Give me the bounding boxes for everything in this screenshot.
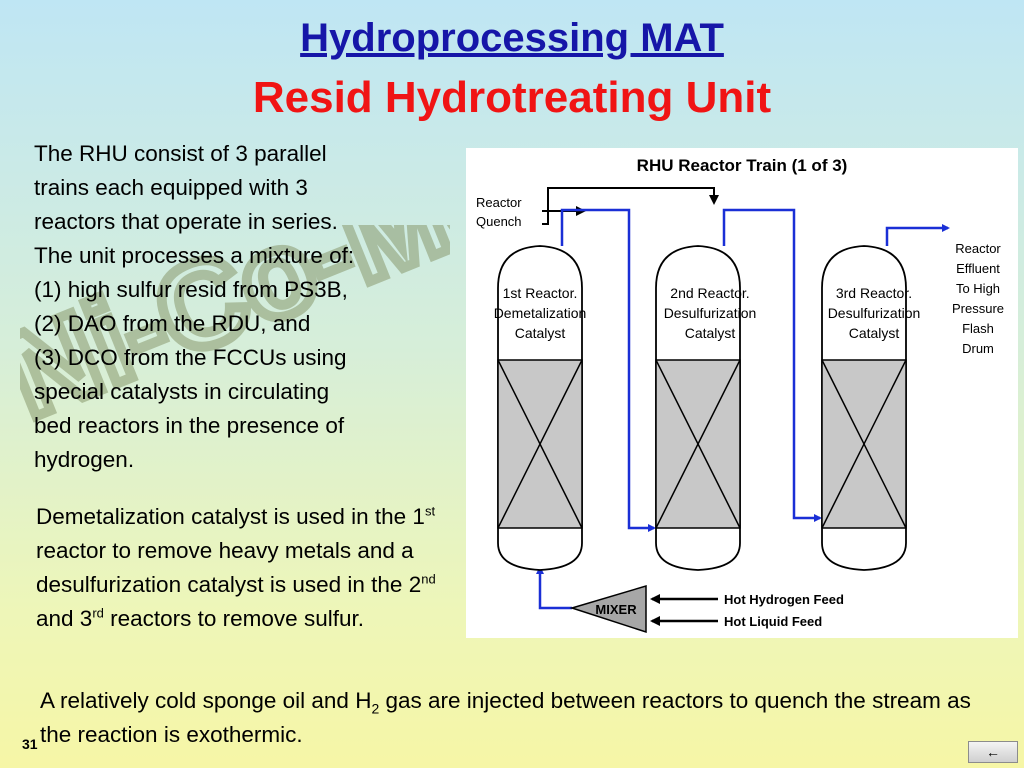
reactor-1-catalyst-type: Demetalization xyxy=(494,305,587,321)
reactor-2-name: 2nd Reactor. xyxy=(670,285,749,301)
reactor-3: 3rd Reactor. Desulfurization Catalyst xyxy=(821,245,921,571)
quench-paragraph: A relatively cold sponge oil and H2 gas … xyxy=(40,684,980,752)
diagram-title: RHU Reactor Train (1 of 3) xyxy=(637,156,848,175)
slide-title: Hydroprocessing MAT xyxy=(300,16,724,60)
catalyst-paragraph: Demetalization catalyst is used in the 1… xyxy=(36,500,466,636)
catalyst-text-4: reactors to remove sulfur. xyxy=(103,606,364,631)
ordinal-suffix: rd xyxy=(92,605,104,621)
slide-subtitle: Resid Hydrotreating Unit xyxy=(252,73,772,122)
catalyst-text-2: reactor to remove heavy metals and a des… xyxy=(36,538,422,597)
intro-paragraph: The RHU consist of 3 parallel trains eac… xyxy=(34,141,355,472)
ordinal-suffix: st xyxy=(424,503,436,519)
catalyst-text-1: Demetalization catalyst is used in the 1 xyxy=(36,504,425,529)
reactor-1-name: 1st Reactor. xyxy=(503,285,578,301)
mixer: MIXER xyxy=(569,584,647,634)
mixer-label: MIXER xyxy=(595,602,637,617)
quench-text-2: gas are injected between reactors to que… xyxy=(40,688,971,747)
effluent-label-line4: Pressure xyxy=(952,301,1004,316)
catalyst-text-3: and 3 xyxy=(36,606,93,631)
reactor-3-catalyst: Catalyst xyxy=(849,325,900,341)
reactor-3-catalyst-type: Desulfurization xyxy=(828,305,921,321)
effluent-label-line2: Effluent xyxy=(956,261,1000,276)
effluent-label-line5: Flash xyxy=(962,321,994,336)
subscript: 2 xyxy=(371,700,380,717)
quench-label-line2: Quench xyxy=(476,214,522,229)
back-button[interactable]: ← xyxy=(968,741,1018,763)
back-arrow-icon: ← xyxy=(986,744,1000,760)
reactor-1: 1st Reactor. Demetalization Catalyst xyxy=(494,245,587,571)
effluent-label-line6: Drum xyxy=(962,341,994,356)
ordinal-suffix: nd xyxy=(421,571,436,587)
process-flow-lines xyxy=(536,208,950,610)
hot-hydrogen-feed-label: Hot Hydrogen Feed xyxy=(724,592,844,607)
effluent-label-line1: Reactor xyxy=(955,241,1001,256)
reactor-3-name: 3rd Reactor. xyxy=(836,285,912,301)
quench-label-line1: Reactor xyxy=(476,195,522,210)
reactor-2: 2nd Reactor. Desulfurization Catalyst xyxy=(655,245,757,571)
quench-text-1: A relatively cold sponge oil and H xyxy=(40,688,372,713)
page-number: 31 xyxy=(22,736,38,752)
reactor-train-diagram: RHU Reactor Train (1 of 3) Reactor Quenc… xyxy=(466,148,1018,638)
effluent-label-line3: To High xyxy=(956,281,1000,296)
reactor-2-catalyst: Catalyst xyxy=(685,325,736,341)
hot-liquid-feed-label: Hot Liquid Feed xyxy=(724,614,822,629)
reactor-1-catalyst: Catalyst xyxy=(515,325,566,341)
reactor-2-catalyst-type: Desulfurization xyxy=(664,305,757,321)
feed-lines xyxy=(650,594,718,626)
